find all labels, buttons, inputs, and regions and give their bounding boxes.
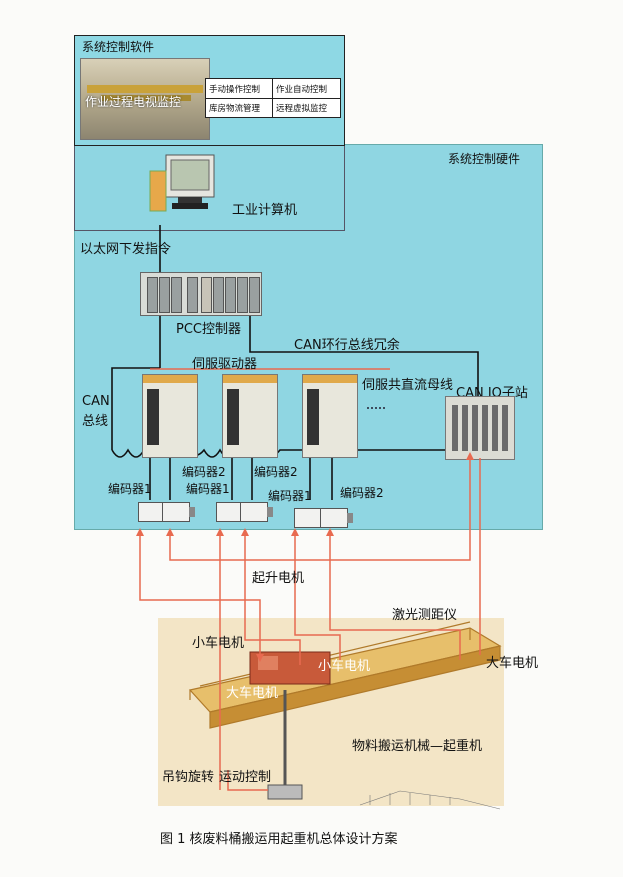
motion-control-label: 运动控制 bbox=[219, 770, 272, 785]
laser-label: 激光测距仪 bbox=[392, 608, 458, 623]
servo-label: 伺服驱动器 bbox=[192, 357, 258, 372]
encoder-label-4: 编码器2 bbox=[340, 486, 384, 500]
hardware-title: 系统控制硬件 bbox=[448, 152, 521, 166]
software-function-table: 手动操作控制 作业自动控制 库房物流管理 远程虚拟监控 bbox=[205, 78, 341, 118]
hoist-motor-label: 起升电机 bbox=[252, 571, 305, 586]
computer-icon bbox=[149, 154, 215, 212]
software-item-auto: 作业自动控制 bbox=[276, 85, 328, 95]
trolley-motor-label: 小车电机 bbox=[192, 636, 245, 651]
motor-icon bbox=[162, 502, 195, 522]
software-item-logistics: 库房物流管理 bbox=[209, 104, 261, 114]
ipc-label: 工业计算机 bbox=[232, 203, 298, 218]
encoder-label-2: 编码器1 bbox=[186, 482, 230, 496]
bridge-motor-label-2: 大车电机 bbox=[226, 686, 279, 701]
encoder-label-3: 编码器1 bbox=[268, 489, 312, 503]
pcc-label: PCC控制器 bbox=[176, 322, 241, 337]
software-title: 系统控制软件 bbox=[82, 40, 155, 54]
hook-rotate-label: 吊钩旋转 bbox=[162, 770, 215, 785]
servo-drive-3 bbox=[302, 374, 358, 458]
dc-bus-label: 伺服共直流母线 bbox=[362, 378, 454, 393]
can-bus-label-2: 总线 bbox=[82, 414, 109, 429]
machine-label: 物料搬运机械—起重机 bbox=[352, 739, 483, 754]
can-bus-label-1: CAN bbox=[82, 394, 110, 409]
monitoring-image: 作业过程电视监控 bbox=[80, 58, 210, 140]
trolley-motor-label-2: 小车电机 bbox=[318, 659, 371, 674]
software-item-remote: 远程虚拟监控 bbox=[276, 104, 328, 114]
pcc-controller bbox=[140, 272, 262, 316]
figure-caption: 图 1 核废料桶搬运用起重机总体设计方案 bbox=[160, 832, 398, 847]
can-ring-label: CAN环行总线冗余 bbox=[294, 338, 400, 353]
software-item-manual: 手动操作控制 bbox=[209, 85, 261, 95]
monitoring-image-caption: 作业过程电视监控 bbox=[85, 95, 182, 109]
servo-drive-1 bbox=[142, 374, 198, 458]
servo-drive-2 bbox=[222, 374, 278, 458]
encoder-label-top-2: 编码器2 bbox=[254, 465, 298, 479]
motor-icon bbox=[240, 502, 273, 522]
encoder-label-1: 编码器1 bbox=[108, 482, 152, 496]
motor-icon bbox=[320, 508, 353, 528]
encoder-label-top-1: 编码器2 bbox=[182, 465, 226, 479]
ethernet-label: 以太网下发指令 bbox=[80, 242, 172, 257]
bridge-motor-label: 大车电机 bbox=[486, 656, 539, 671]
